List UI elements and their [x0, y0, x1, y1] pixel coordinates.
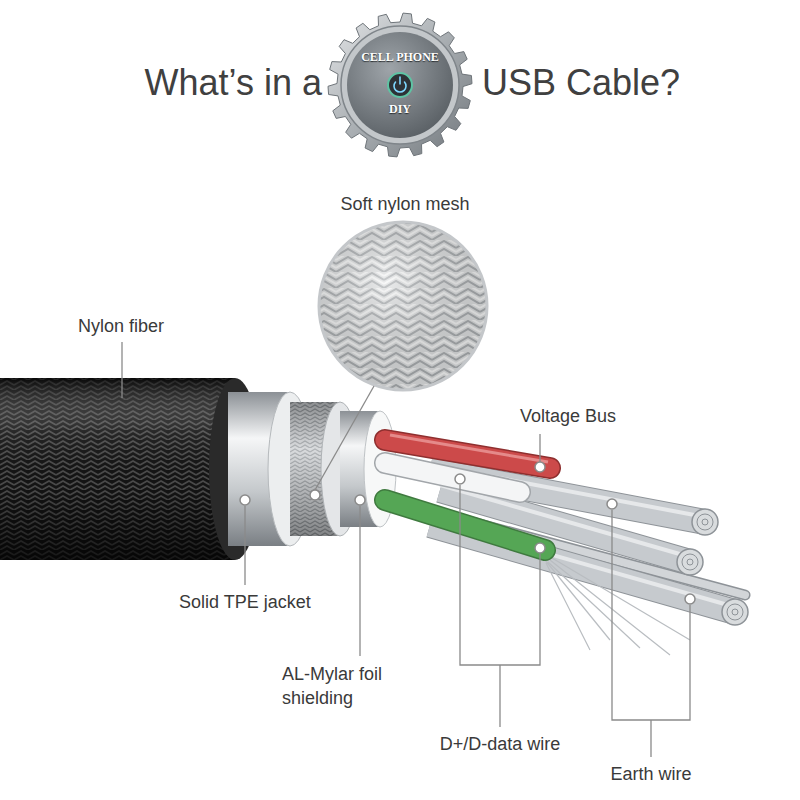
- strand-end: [677, 549, 703, 575]
- strand-end-ring: [727, 604, 743, 620]
- badge-subtext: DIY: [325, 102, 475, 116]
- part-label: D+/D-data wire: [440, 732, 561, 756]
- leader-dot: [310, 490, 320, 500]
- title-text: USB Cable?: [482, 62, 680, 104]
- title-text: What’s in a: [145, 62, 322, 104]
- red-wire: [385, 440, 550, 468]
- gear-teeth: [328, 13, 472, 157]
- strand-end-ring: [732, 609, 738, 615]
- gear-ring: [341, 26, 459, 144]
- part-label: Voltage Bus: [520, 404, 616, 428]
- part-label: Earth wire: [611, 762, 692, 786]
- mesh-magnifier-rim: [319, 222, 487, 390]
- leader-dot: [685, 594, 695, 604]
- cable-braid: [0, 378, 235, 560]
- strand-end: [722, 599, 748, 625]
- part-label: Soft nylon mesh: [341, 192, 470, 216]
- strand-end-ring: [702, 519, 708, 525]
- cable-shading: [0, 378, 235, 560]
- power-icon: [388, 73, 412, 97]
- bracket-line: [612, 510, 690, 757]
- part-label: Nylon fiber: [78, 314, 164, 338]
- leader-line: [315, 386, 374, 490]
- leader-dot: [535, 462, 545, 472]
- leader-line: [244, 506, 245, 585]
- leader-dot: [355, 495, 365, 505]
- strand-end-ring: [682, 554, 698, 570]
- leader-dots: [240, 462, 695, 604]
- leader-dot: [240, 495, 250, 505]
- leader-line: [359, 506, 360, 656]
- frayed-strands: [545, 558, 690, 655]
- wire-highlight: [390, 435, 548, 462]
- gear-outline: [325, 10, 475, 160]
- bracket-line: [460, 485, 540, 727]
- power-symbol: [394, 77, 406, 92]
- strand-end-ring: [697, 514, 713, 530]
- leader-line: [539, 434, 540, 462]
- leader-dot: [607, 499, 617, 509]
- wire-outline: [385, 440, 550, 468]
- strand-end: [692, 509, 718, 535]
- strand-end-ring: [687, 559, 693, 565]
- leader-line: [121, 342, 122, 398]
- badge-text: CELL PHONE: [325, 50, 475, 64]
- wire-outline: [385, 500, 545, 550]
- green-wire: [385, 500, 545, 550]
- part-label: Solid TPE jacket: [179, 590, 311, 614]
- mesh-magnifier: [319, 222, 487, 390]
- part-label: AL-Mylar foil shielding: [282, 662, 432, 710]
- leader-dot: [535, 543, 545, 553]
- badge-disc: [347, 32, 453, 138]
- logo-badge: CELL PHONE DIY: [325, 10, 475, 160]
- leader-lines: [122, 342, 690, 757]
- leader-dot: [455, 474, 465, 484]
